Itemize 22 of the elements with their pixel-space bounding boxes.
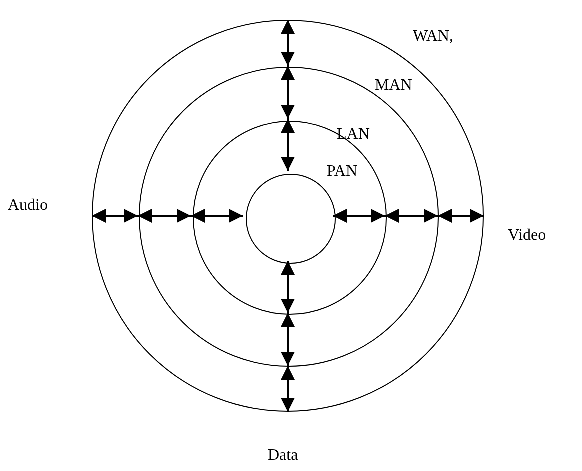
double-arrow xyxy=(281,366,295,412)
double-arrow xyxy=(281,261,295,313)
double-arrow xyxy=(333,209,385,223)
media-label: Data xyxy=(268,448,298,464)
network-label: PAN xyxy=(327,164,358,180)
double-arrow xyxy=(281,119,295,171)
network-label: WAN, xyxy=(413,29,454,45)
double-arrow xyxy=(191,209,243,223)
double-arrow xyxy=(138,209,191,223)
double-arrow xyxy=(281,313,295,366)
circle-ring xyxy=(193,121,387,315)
media-label: Audio xyxy=(8,198,48,214)
double-arrow xyxy=(281,66,295,119)
double-arrow xyxy=(281,20,295,66)
double-arrow xyxy=(92,209,138,223)
double-arrow xyxy=(385,209,438,223)
circle-ring xyxy=(139,67,439,367)
circle-ring xyxy=(92,20,484,412)
media-label: Video xyxy=(508,228,546,244)
network-label: LAN xyxy=(337,127,370,143)
network-label: MAN xyxy=(375,78,412,94)
double-arrow xyxy=(438,209,484,223)
